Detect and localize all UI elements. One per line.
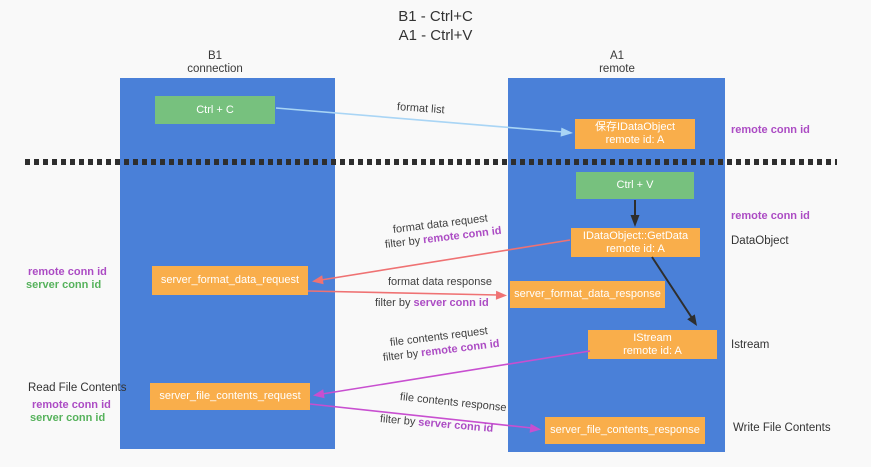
ctrl-c-box: Ctrl + C xyxy=(155,96,275,124)
read-file-contents-label: Read File Contents xyxy=(28,382,127,394)
istream-line1: IStream xyxy=(633,331,672,344)
left-column-header: B1 connection xyxy=(155,50,275,76)
right-remote-conn-id-top: remote conn id xyxy=(731,124,810,136)
left-column-name: B1 xyxy=(207,50,223,62)
save-idataobject-box: 保存IDataObject remote id: A xyxy=(575,119,695,149)
title-line-2: A1 - Ctrl+V xyxy=(398,27,473,44)
server-format-data-response-label: server_format_data_response xyxy=(514,288,661,300)
ctrl-v-label: Ctrl + V xyxy=(616,179,654,191)
filter-by-text: filter by xyxy=(379,413,416,429)
filter-by-text: filter by xyxy=(384,234,421,251)
server-file-contents-request-box: server_file_contents_request xyxy=(150,383,310,410)
ctrl-c-label: Ctrl + C xyxy=(196,103,234,116)
diagram-title: B1 - Ctrl+C A1 - Ctrl+V xyxy=(0,7,871,45)
istream-line2: remote id: A xyxy=(623,344,682,357)
left-file-server-conn-id: server conn id xyxy=(30,412,106,424)
istream-box: IStream remote id: A xyxy=(588,330,717,359)
idataobject-getdata-line2: remote id: A xyxy=(606,242,665,255)
filter-by-text: filter by xyxy=(375,297,411,309)
istream-side-label: Istream xyxy=(731,339,770,351)
server-conn-id-text: server conn id xyxy=(417,416,494,435)
right-remote-conn-id-mid: remote conn id xyxy=(731,210,810,222)
phase-separator-dashed-line xyxy=(25,159,837,165)
left-format-server-conn-id: server conn id xyxy=(26,279,102,291)
format-data-response-label: format data response xyxy=(388,276,492,288)
server-format-data-response-box: server_format_data_response xyxy=(510,281,665,308)
save-idataobject-line2: remote id: A xyxy=(605,134,665,146)
server-file-contents-response-label: server_file_contents_response xyxy=(550,424,700,436)
title-line-1: B1 - Ctrl+C xyxy=(398,8,473,25)
right-column-name: A1 xyxy=(609,50,625,62)
left-column-role: connection xyxy=(187,63,243,75)
left-file-remote-conn-id: remote conn id xyxy=(32,399,111,411)
server-file-contents-request-label: server_file_contents_request xyxy=(159,390,301,402)
server-file-contents-response-box: server_file_contents_response xyxy=(545,417,705,444)
server-conn-id-text: server conn id xyxy=(413,297,489,309)
ctrl-v-box: Ctrl + V xyxy=(576,172,694,199)
server-format-data-request-label: server_format_data_request xyxy=(160,274,300,286)
left-format-remote-conn-id: remote conn id xyxy=(28,266,107,278)
dataobject-label: DataObject xyxy=(731,235,789,247)
save-idataobject-line1: 保存IDataObject xyxy=(594,121,676,133)
format-list-label: format list xyxy=(396,101,445,117)
file-contents-response-label: file contents response xyxy=(399,391,508,415)
server-format-data-request-box: server_format_data_request xyxy=(152,266,308,295)
idataobject-getdata-line1: IDataObject::GetData xyxy=(582,229,689,242)
write-file-contents-label: Write File Contents xyxy=(733,422,831,434)
right-column-header: A1 remote xyxy=(557,50,677,76)
right-column-role: remote xyxy=(599,63,635,75)
filter-by-text: filter by xyxy=(382,347,419,364)
idataobject-getdata-box: IDataObject::GetData remote id: A xyxy=(571,228,700,257)
